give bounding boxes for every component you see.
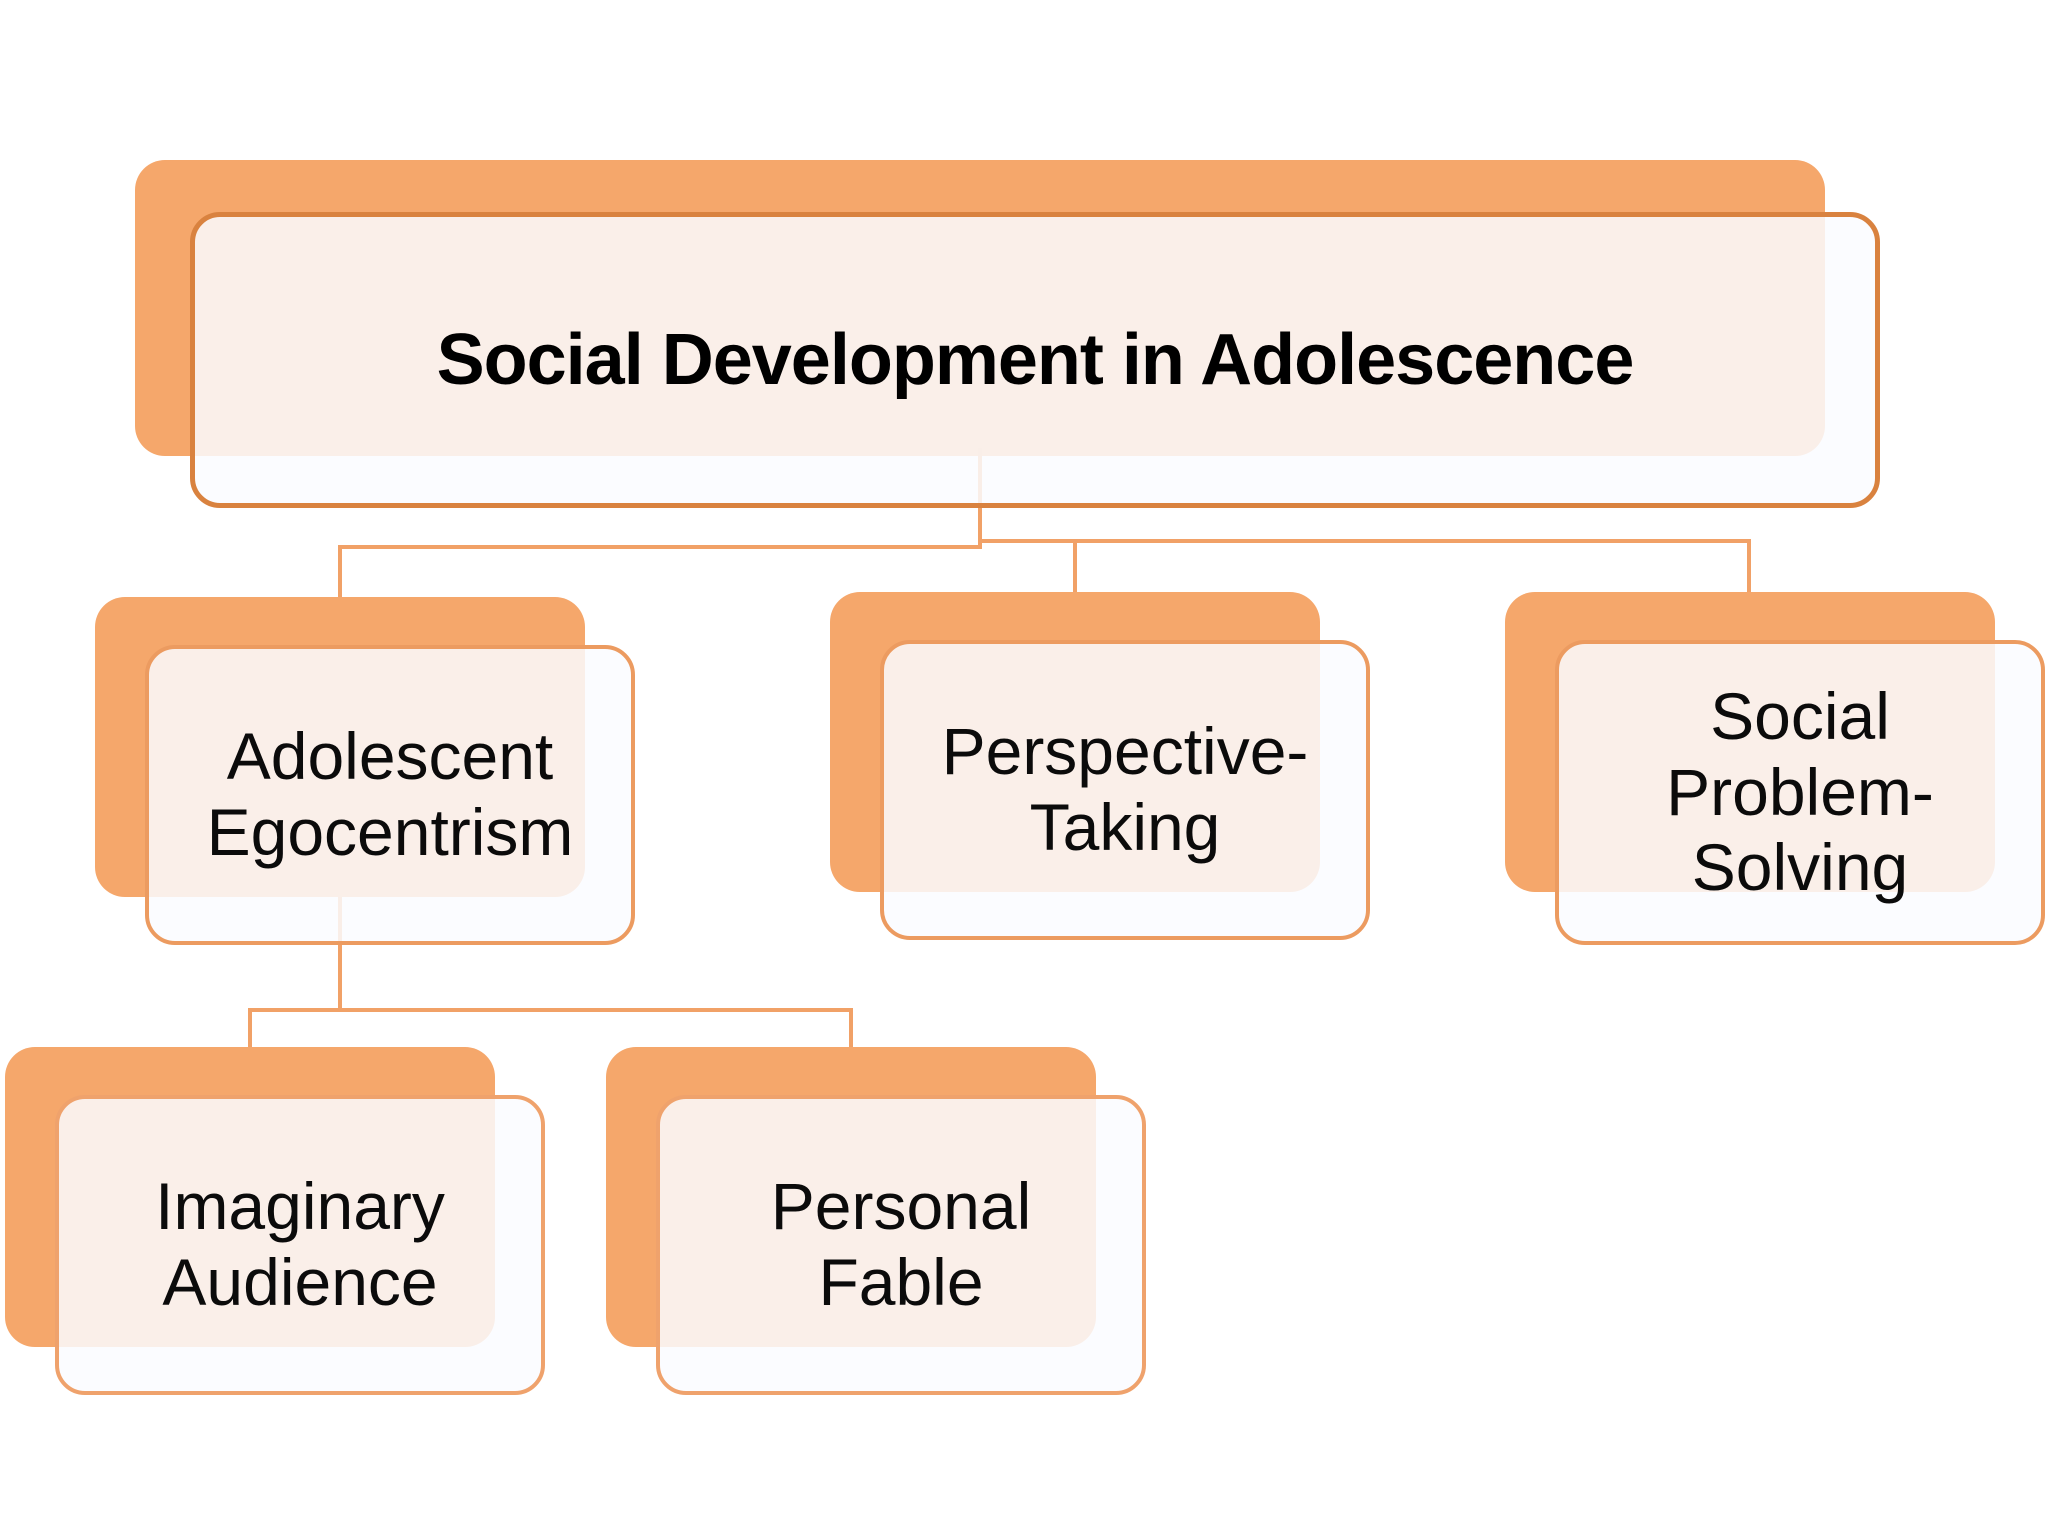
social-problem-solving-label: Social Problem- Solving (1666, 678, 1934, 905)
connector-rail-left (338, 545, 982, 549)
connector-drop-personal-fable (849, 1008, 853, 1047)
node-perspective-taking: Perspective- Taking (880, 640, 1370, 940)
node-social-problem-solving: Social Problem- Solving (1555, 640, 2045, 945)
node-adolescent-egocentrism: Adolescent Egocentrism (145, 645, 635, 945)
imaginary-audience-label: Imaginary Audience (155, 1169, 445, 1319)
title-label: Social Development in Adolescence (436, 320, 1635, 400)
adolescent-egocentrism-label: Adolescent Egocentrism (206, 719, 574, 869)
connector-drop-social-problem-solving (1747, 539, 1751, 592)
connector-egocentrism-stem (338, 897, 342, 1012)
connector-rail-right (978, 539, 1751, 543)
node-title: Social Development in Adolescence (190, 212, 1880, 508)
node-imaginary-audience: Imaginary Audience (55, 1095, 545, 1395)
node-personal-fable: Personal Fable (656, 1095, 1146, 1395)
connector-drop-perspective-taking (1073, 539, 1077, 592)
connector-egocentrism-rail (248, 1008, 853, 1012)
connector-drop-imaginary-audience (248, 1008, 252, 1047)
personal-fable-label: Personal Fable (770, 1169, 1032, 1319)
connector-drop-adolescent-egocentrism (338, 545, 342, 597)
perspective-taking-label: Perspective- Taking (941, 714, 1309, 864)
